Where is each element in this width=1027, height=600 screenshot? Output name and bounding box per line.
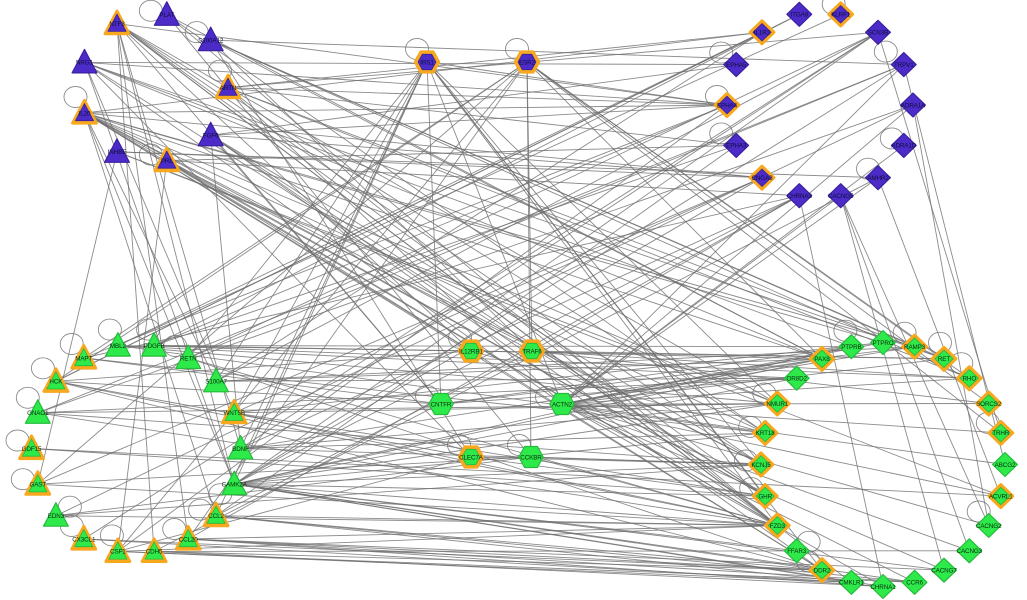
svg-text:PDGFB: PDGFB — [144, 343, 165, 350]
svg-text:ACTN2: ACTN2 — [552, 401, 573, 408]
svg-text:PRL: PRL — [161, 158, 174, 165]
svg-text:IL12RB1: IL12RB1 — [459, 348, 483, 355]
svg-text:ADRA1A: ADRA1A — [901, 102, 926, 109]
svg-text:KCNJ5: KCNJ5 — [751, 462, 771, 469]
svg-text:CCKBR: CCKBR — [520, 454, 542, 461]
svg-text:INHBE: INHBE — [108, 149, 127, 156]
svg-text:NRG1: NRG1 — [76, 60, 94, 67]
svg-text:PTPRB: PTPRB — [841, 344, 861, 351]
svg-text:GAST: GAST — [29, 482, 46, 489]
svg-text:ABCG2: ABCG2 — [995, 462, 1016, 469]
svg-text:RET: RET — [938, 356, 951, 363]
svg-text:CCL20: CCL20 — [179, 536, 199, 543]
svg-text:EPHA5: EPHA5 — [726, 62, 747, 69]
svg-text:ADRA1D: ADRA1D — [891, 143, 916, 150]
svg-text:SORCS2: SORCS2 — [976, 401, 1002, 408]
svg-text:CACNG3: CACNG3 — [957, 548, 983, 555]
svg-text:CCR6: CCR6 — [906, 580, 923, 587]
svg-text:PLAT: PLAT — [159, 12, 174, 19]
svg-text:S100A7: S100A7 — [205, 379, 227, 386]
svg-text:KRT18: KRT18 — [756, 430, 776, 437]
svg-text:HCK: HCK — [49, 379, 63, 386]
svg-text:IL1R2: IL1R2 — [754, 30, 771, 37]
svg-text:EDN3: EDN3 — [48, 513, 65, 520]
svg-text:CNTFR: CNTFR — [431, 401, 452, 408]
svg-text:GHR: GHR — [758, 493, 772, 500]
svg-text:CAMK2A: CAMK2A — [222, 482, 248, 489]
svg-text:EPHA4: EPHA4 — [717, 102, 738, 109]
svg-text:TRPV1: TRPV1 — [894, 62, 914, 69]
svg-text:GDF15: GDF15 — [22, 446, 42, 453]
svg-text:KLRF1: KLRF1 — [831, 12, 851, 19]
svg-text:ACVRL1: ACVRL1 — [989, 493, 1013, 500]
svg-text:TRHR: TRHR — [992, 430, 1010, 437]
svg-text:FZD3: FZD3 — [770, 523, 786, 530]
svg-text:TRAF6: TRAF6 — [522, 348, 542, 355]
svg-text:DDR2: DDR2 — [814, 568, 831, 575]
svg-text:CACNG7: CACNG7 — [931, 568, 957, 575]
svg-text:FGF6: FGF6 — [203, 133, 219, 140]
svg-text:CNGA3: CNGA3 — [751, 175, 773, 182]
svg-text:MBL2: MBL2 — [110, 343, 127, 350]
svg-text:S100A12: S100A12 — [198, 37, 224, 44]
svg-text:CLEC7A: CLEC7A — [459, 454, 484, 461]
svg-text:EPHA3: EPHA3 — [726, 143, 747, 150]
svg-text:OR8D2: OR8D2 — [786, 376, 807, 383]
svg-text:CHRNA3: CHRNA3 — [787, 193, 813, 200]
svg-text:BDNF: BDNF — [232, 446, 249, 453]
svg-text:NTF3: NTF3 — [109, 21, 125, 28]
svg-text:MAPT: MAPT — [75, 355, 92, 362]
svg-text:RAMP3: RAMP3 — [904, 344, 926, 351]
svg-text:CACNG5: CACNG5 — [828, 193, 854, 200]
svg-text:RETN: RETN — [180, 355, 197, 362]
svg-text:WNT5B: WNT5B — [223, 410, 244, 417]
svg-text:CSF1: CSF1 — [110, 549, 126, 556]
svg-text:AMHR2: AMHR2 — [867, 175, 889, 182]
svg-text:ITGA8: ITGA8 — [790, 12, 808, 19]
svg-text:RHO: RHO — [962, 376, 976, 383]
svg-text:SCN3B: SCN3B — [868, 30, 888, 37]
svg-text:GNAO1: GNAO1 — [27, 410, 49, 417]
svg-text:PTPRO: PTPRO — [872, 340, 893, 347]
svg-text:IRS1: IRS1 — [420, 59, 434, 66]
svg-text:CDH5: CDH5 — [146, 549, 163, 556]
svg-text:PAX8: PAX8 — [814, 356, 830, 363]
svg-text:FFAR3: FFAR3 — [787, 548, 807, 555]
svg-text:CMKLR1: CMKLR1 — [839, 580, 864, 587]
svg-text:ESR2: ESR2 — [519, 59, 536, 66]
svg-text:CX3CL1: CX3CL1 — [72, 536, 96, 543]
svg-text:IL20: IL20 — [79, 110, 91, 117]
svg-text:CCL2: CCL2 — [208, 513, 224, 520]
svg-text:ARTN: ARTN — [220, 85, 237, 92]
svg-text:CACNG2: CACNG2 — [976, 523, 1002, 530]
svg-text:NMUR1: NMUR1 — [766, 401, 788, 408]
svg-text:CHRNA1: CHRNA1 — [870, 584, 896, 591]
